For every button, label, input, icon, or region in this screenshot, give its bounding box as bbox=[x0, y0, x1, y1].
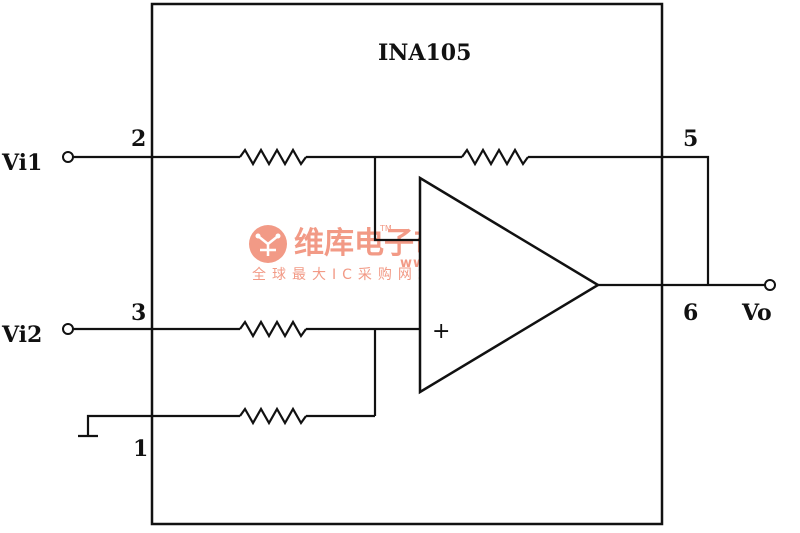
opamp: + bbox=[418, 175, 776, 395]
resistor-r3-icon bbox=[239, 319, 307, 339]
opamp-plus-sign: + bbox=[432, 319, 450, 344]
pin-1-label: 1 bbox=[133, 436, 148, 462]
vo-label: Vo bbox=[741, 300, 772, 326]
watermark-logo-icon bbox=[249, 225, 287, 263]
vi2-terminal-icon bbox=[62, 323, 74, 335]
pin-2-label: 2 bbox=[131, 126, 146, 152]
chip-name: INA105 bbox=[378, 40, 471, 66]
input-1-path bbox=[62, 147, 710, 284]
resistor-r2-icon bbox=[461, 147, 529, 167]
vi1-label: Vi1 bbox=[1, 150, 42, 176]
resistor-r4-icon bbox=[239, 406, 307, 426]
input-2-path bbox=[62, 319, 420, 416]
opamp-triangle-icon bbox=[418, 175, 601, 395]
pin-5-label: 5 bbox=[683, 126, 698, 152]
ref-path bbox=[78, 406, 375, 438]
pin-3-label: 3 bbox=[131, 300, 146, 326]
chip-outline bbox=[150, 2, 664, 526]
vi2-label: Vi2 bbox=[1, 322, 42, 348]
vi1-terminal-icon bbox=[62, 151, 74, 163]
watermark-subtitle: 全球最大IC采购网站 bbox=[252, 266, 438, 283]
watermark-tm: TM bbox=[379, 224, 392, 233]
pin-6-label: 6 bbox=[683, 300, 698, 326]
vo-terminal-icon bbox=[764, 279, 776, 291]
resistor-r1-icon bbox=[239, 147, 307, 167]
